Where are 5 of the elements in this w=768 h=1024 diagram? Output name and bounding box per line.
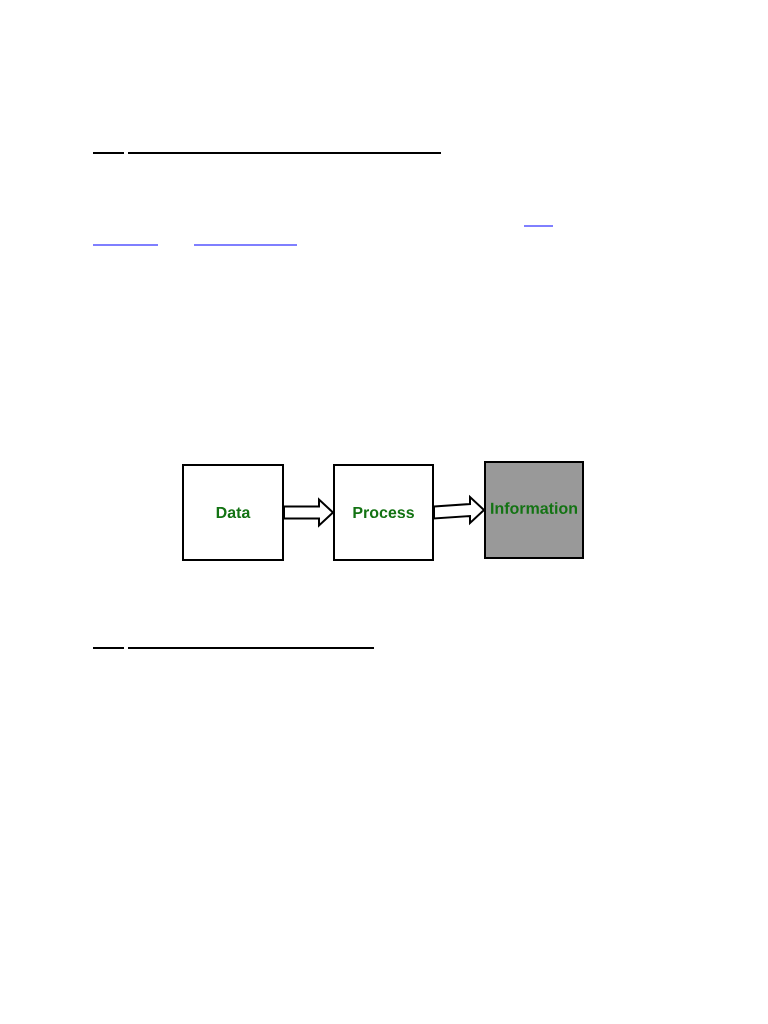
process-box: Data bbox=[182, 464, 284, 561]
block-arrow bbox=[433, 494, 486, 526]
process-box: Information bbox=[484, 461, 584, 559]
block-arrow bbox=[283, 497, 335, 528]
process-box: Process bbox=[333, 464, 434, 561]
